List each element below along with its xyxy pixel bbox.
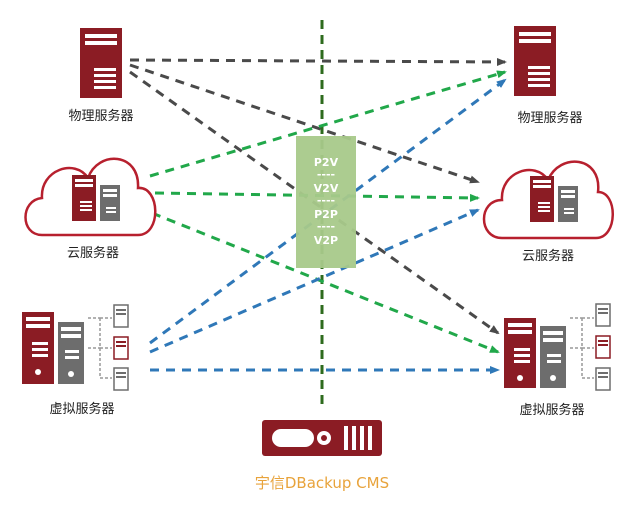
server-tower-icon xyxy=(530,176,554,222)
conv-p2p: P2P xyxy=(314,208,338,221)
virtual-server-icon xyxy=(504,303,611,391)
product-name: 宇信DBackup CMS xyxy=(255,474,389,492)
conversion-types-box: P2V ---- V2V ---- P2P ---- V2P xyxy=(296,136,356,268)
arrow-cloud-to-physical xyxy=(149,70,507,178)
conv-sep-1: ---- xyxy=(317,168,335,181)
arrow-physical-to-physical xyxy=(129,57,507,66)
server-tower-icon xyxy=(558,186,578,222)
label-left-cloud: 云服务器 xyxy=(67,245,119,261)
server-tower-icon xyxy=(514,26,556,96)
cloud-icon xyxy=(24,157,157,237)
blue-arrows xyxy=(149,78,507,374)
server-tower-icon xyxy=(72,175,96,221)
arrow-cloud-to-virtual xyxy=(151,211,500,354)
backup-appliance-icon xyxy=(262,420,382,456)
server-tower-icon xyxy=(80,28,122,98)
label-right-virtual: 虚拟服务器 xyxy=(519,402,584,418)
conv-v2p: V2P xyxy=(314,234,338,247)
label-right-cloud: 云服务器 xyxy=(522,248,574,264)
arrow-virtual-to-cloud xyxy=(149,208,480,354)
label-left-virtual: 虚拟服务器 xyxy=(49,401,114,417)
conv-v2v: V2V xyxy=(314,182,339,195)
label-left-physical: 物理服务器 xyxy=(68,108,133,124)
arrow-virtual-to-physical xyxy=(149,78,507,345)
server-tower-icon xyxy=(100,185,120,221)
virtual-server-icon xyxy=(22,304,129,391)
conv-sep-2: ---- xyxy=(317,194,335,207)
arrow-physical-to-cloud xyxy=(129,63,480,184)
conv-sep-3: ---- xyxy=(317,220,335,233)
cloud-icon xyxy=(482,160,614,240)
conv-p2v: P2V xyxy=(314,156,339,169)
label-right-physical: 物理服务器 xyxy=(517,110,582,126)
